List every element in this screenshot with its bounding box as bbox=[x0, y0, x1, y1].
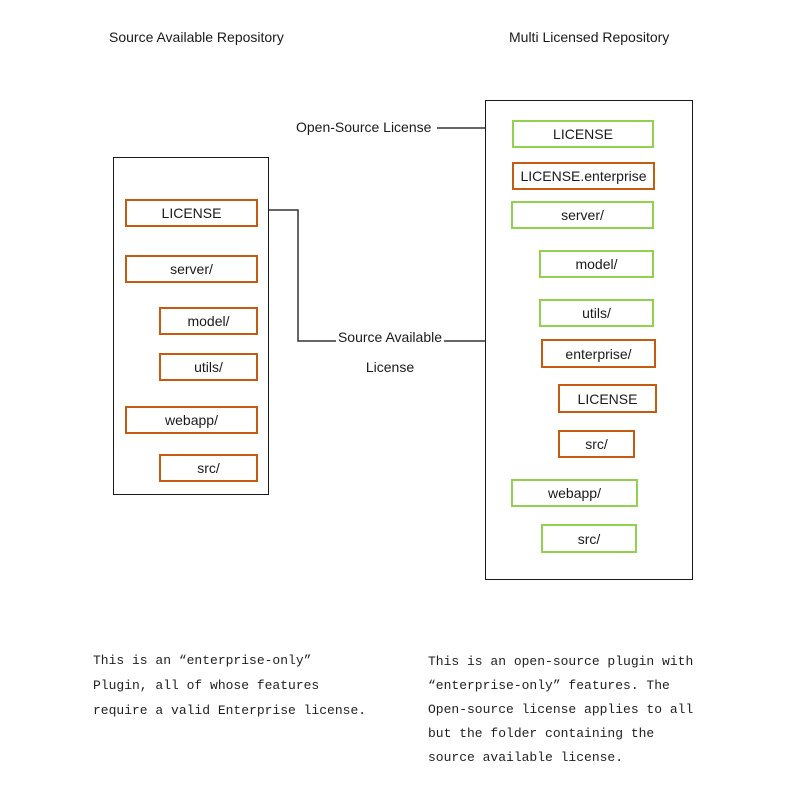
left-note-paragraph: This is an “enterprise-only” Plugin, all… bbox=[93, 648, 366, 723]
folder-box-model: model/ bbox=[159, 307, 258, 335]
folder-box-model: model/ bbox=[539, 250, 654, 278]
note-line: This is an open-source plugin with bbox=[428, 654, 694, 669]
source-available-label-line1: Source Available bbox=[337, 329, 443, 345]
right-repo-title: Multi Licensed Repository bbox=[509, 29, 670, 45]
folder-box-utils: utils/ bbox=[539, 299, 654, 327]
note-line: This is an “enterprise-only” bbox=[93, 653, 312, 668]
folder-box-webapp: webapp/ bbox=[125, 406, 258, 434]
folder-box-src: src/ bbox=[159, 454, 258, 482]
folder-box-src-enterprise: src/ bbox=[558, 430, 635, 458]
folder-box-src: src/ bbox=[541, 524, 637, 553]
file-box-license-enterprise: LICENSE.enterprise bbox=[512, 162, 655, 190]
source-available-repo-box: LICENSE server/ model/ utils/ webapp/ sr… bbox=[113, 157, 269, 495]
note-line: Open-source license applies to all bbox=[428, 702, 694, 717]
note-line: “enterprise-only” features. The bbox=[428, 678, 670, 693]
note-line: Plugin, all of whose features bbox=[93, 678, 320, 693]
folder-box-enterprise: enterprise/ bbox=[541, 339, 656, 368]
open-source-license-label: Open-Source License bbox=[296, 119, 432, 135]
file-box-license: LICENSE bbox=[125, 199, 258, 227]
file-box-license-open-source: LICENSE bbox=[512, 120, 654, 148]
folder-box-server: server/ bbox=[511, 201, 654, 229]
folder-box-webapp: webapp/ bbox=[511, 479, 638, 507]
folder-box-utils: utils/ bbox=[159, 353, 258, 381]
multi-licensed-repo-box: LICENSE LICENSE.enterprise server/ model… bbox=[485, 100, 693, 580]
source-available-label-line2: License bbox=[365, 359, 415, 375]
source-available-left-arrow bbox=[259, 205, 336, 342]
file-box-license-source-available: LICENSE bbox=[558, 384, 657, 413]
folder-box-server: server/ bbox=[125, 255, 258, 283]
source-available-license-label: Source Available License bbox=[334, 329, 446, 375]
left-repo-title: Source Available Repository bbox=[109, 29, 284, 45]
note-line: source available license. bbox=[428, 750, 624, 765]
note-line: require a valid Enterprise license. bbox=[93, 703, 367, 718]
note-line: but the folder containing the bbox=[428, 726, 655, 741]
right-note-paragraph: This is an open-source plugin with “ente… bbox=[428, 650, 693, 770]
